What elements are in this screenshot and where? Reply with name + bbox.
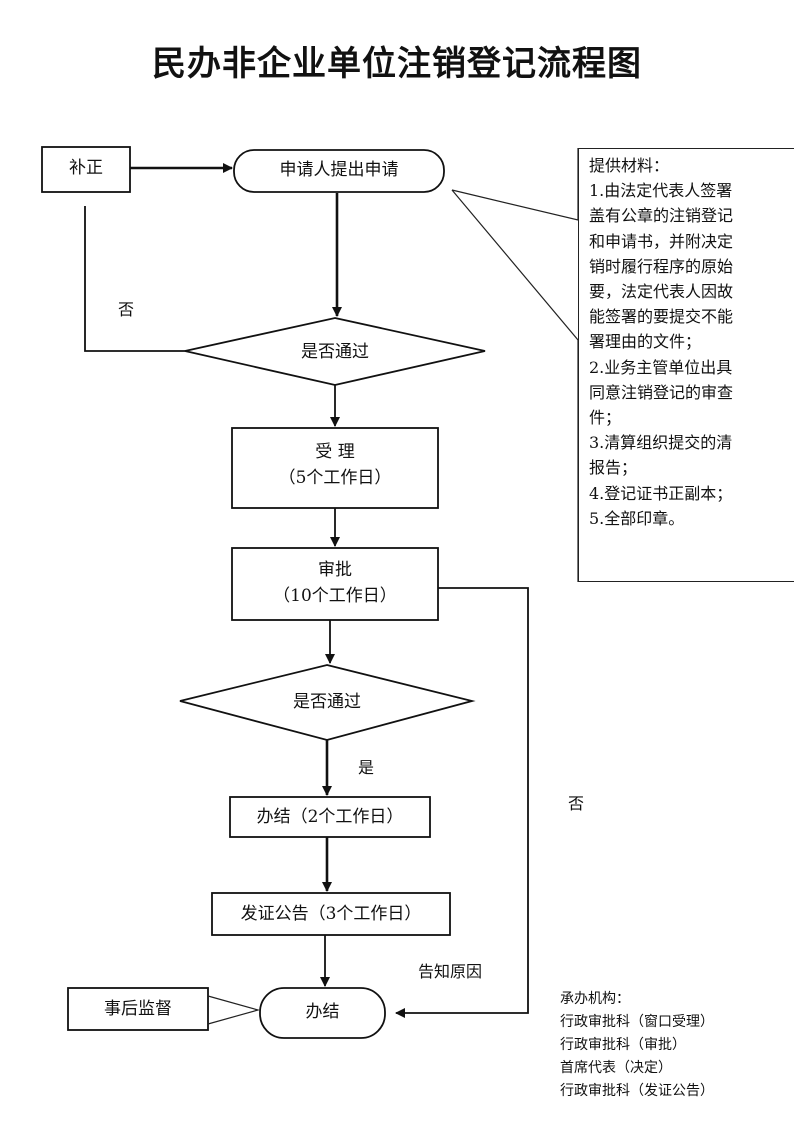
agency-line: 行政审批科（发证公告） <box>560 1083 714 1099</box>
approve-days: （10个工作日） <box>273 586 397 606</box>
callout-materials-lower <box>451 189 579 582</box>
materials-line: 署理由的文件； <box>589 332 702 352</box>
edge-label-no-right: 否 <box>568 794 585 813</box>
agency-line: 承办机构： <box>560 991 630 1007</box>
edge-label-no-left: 否 <box>118 300 135 319</box>
line-check1-no-to-buzheng <box>84 206 185 352</box>
materials-line: 4.登记证书正副本； <box>589 483 733 503</box>
announce-label: 发证公告（3个工作日） <box>240 904 422 924</box>
agency-line: 首席代表（决定） <box>560 1060 672 1076</box>
edge-label-yes: 是 <box>358 758 375 777</box>
materials-line: 和申请书，并附决定 <box>589 231 734 251</box>
check2-label: 是否通过 <box>293 692 361 712</box>
edge-label-notify: 告知原因 <box>418 962 483 981</box>
announce-box <box>211 892 451 936</box>
buzheng-label: 补正 <box>69 158 103 178</box>
materials-line: 能签署的要提交不能 <box>589 307 734 327</box>
callout-supervise <box>207 995 261 1025</box>
materials-line: 1.由法定代表人签署 <box>589 181 733 201</box>
callout-materials <box>451 148 579 221</box>
materials-line: 同意注销登记的审查 <box>589 382 734 402</box>
accept-box <box>231 427 439 509</box>
materials-box: 提供材料： 1.由法定代表人签署 盖有公章的注销登记 和申请书，并附决定 销时履… <box>578 148 794 582</box>
apply-label: 申请人提出申请 <box>279 160 399 180</box>
materials-line: 提供材料： <box>589 156 670 175</box>
approve-label: 审批 <box>318 560 352 580</box>
page-title: 民办非企业单位注销登记流程图 <box>152 44 642 84</box>
materials-line: 盖有公章的注销登记 <box>589 206 734 226</box>
end-label: 办结 <box>305 1002 340 1022</box>
buzheng-box <box>41 146 131 193</box>
materials-line: 销时履行程序的原始 <box>589 256 734 276</box>
check1-label: 是否通过 <box>301 342 369 362</box>
line-approve-no-to-end <box>395 587 529 1018</box>
approve-box <box>231 547 439 621</box>
materials-line: 件； <box>589 408 622 428</box>
materials-line: 5.全部印章。 <box>589 508 685 528</box>
agency-line: 行政审批科（窗口受理） <box>560 1014 714 1030</box>
supervise-box <box>67 987 209 1031</box>
end-node <box>259 987 386 1039</box>
handle-label: 办结（2个工作日） <box>256 807 404 827</box>
apply-node <box>233 149 445 193</box>
materials-line: 报告； <box>589 458 638 478</box>
supervise-label: 事后监督 <box>104 999 172 1019</box>
accept-label: 受 理 <box>315 442 355 462</box>
materials-line: 要，法定代表人因故 <box>589 282 734 302</box>
materials-line: 2.业务主管单位出具 <box>589 357 733 377</box>
agency-line: 行政审批科（审批） <box>560 1037 686 1053</box>
agency-list: 承办机构： 行政审批科（窗口受理） 行政审批科（审批） 首席代表（决定） 行政审… <box>560 988 794 1106</box>
accept-days: （5个工作日） <box>278 468 392 488</box>
materials-line: 3.清算组织提交的清 <box>589 433 733 453</box>
handle-box <box>229 796 431 838</box>
